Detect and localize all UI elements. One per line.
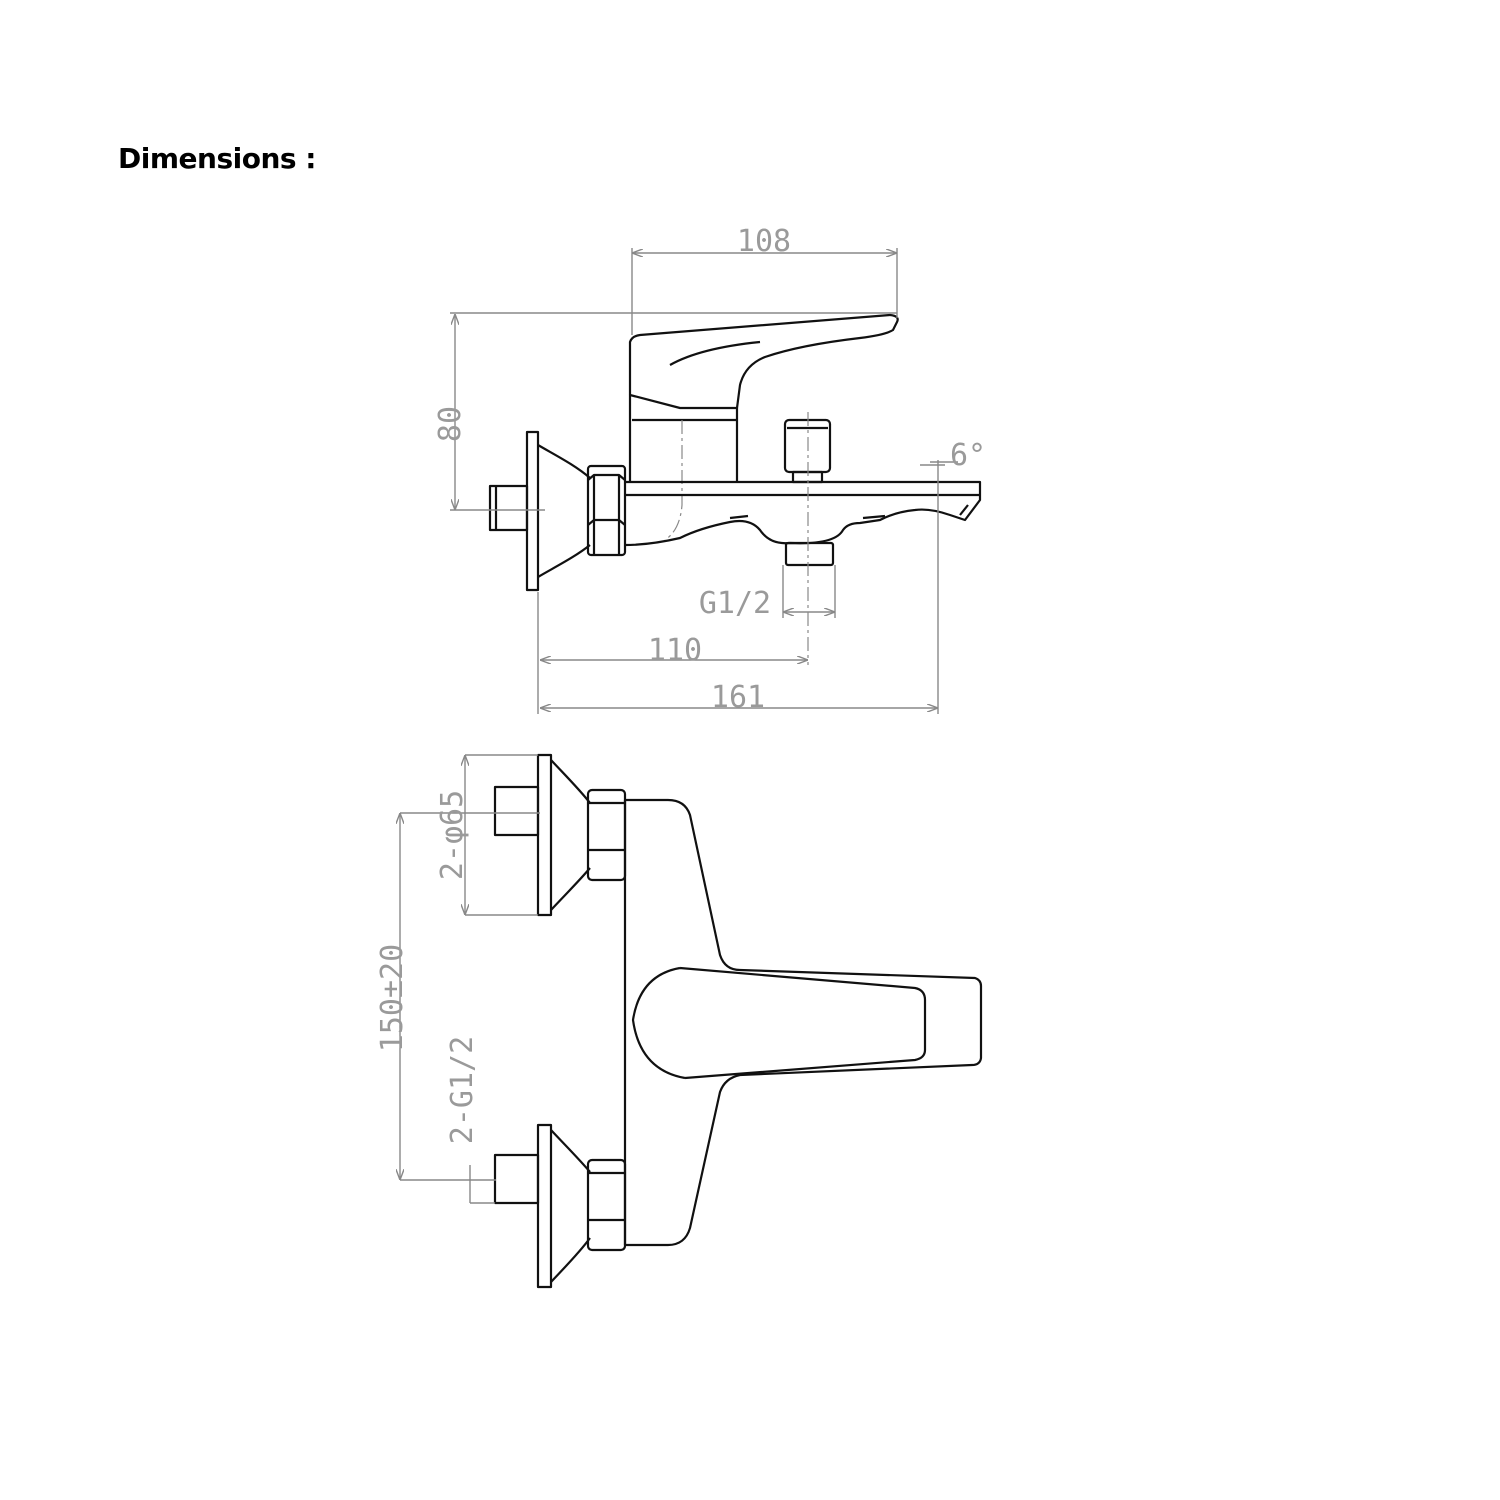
dimension-lines (450, 248, 958, 714)
dim-161: 161 (711, 680, 765, 715)
lever-handle (628, 313, 899, 409)
bath-outlet (784, 541, 835, 567)
lever-front (631, 966, 927, 1080)
dim-108: 108 (737, 224, 791, 259)
dim-110: 110 (648, 633, 702, 668)
lower-flange (493, 1123, 627, 1289)
front-dimension-lines (400, 754, 540, 1204)
front-view-drawing: 150±20 2-φ65 2-G1/2 (375, 753, 983, 1289)
hex-nut (586, 464, 627, 557)
dim-80: 80 (433, 406, 468, 442)
dim-flange-diameter: 2-φ65 (435, 790, 470, 880)
dim-center-distance: 150±20 (375, 944, 410, 1052)
page-heading: Dimensions : (118, 142, 316, 175)
dim-inlet-thread: 2-G1/2 (445, 1036, 480, 1144)
wall-flange (525, 430, 591, 592)
side-view-drawing: 108 80 G1/2 110 161 6° (433, 224, 986, 715)
dim-g12: G1/2 (699, 586, 771, 621)
mixer-body (628, 393, 739, 483)
upper-flange (493, 753, 627, 917)
inlet-stub (488, 484, 529, 532)
mixer-body-front (623, 798, 983, 1247)
spout (624, 480, 982, 547)
dim-angle: 6° (950, 438, 986, 473)
